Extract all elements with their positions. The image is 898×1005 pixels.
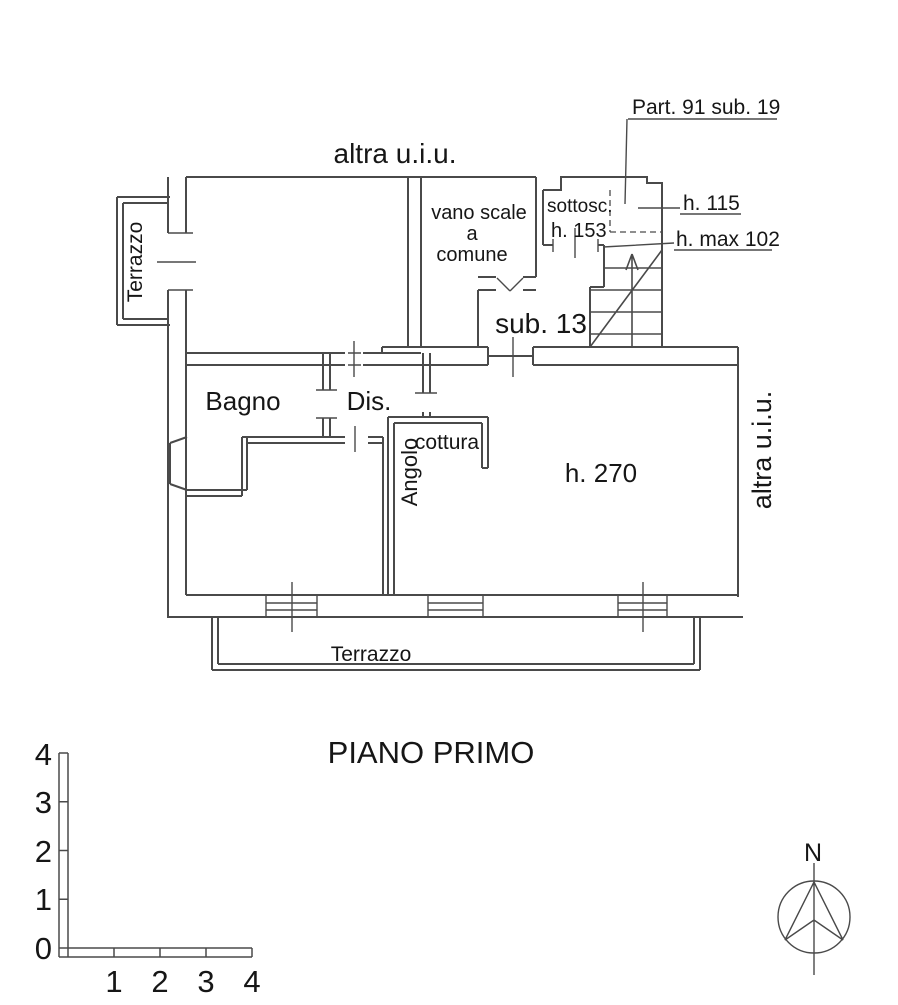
label-vano-scale-2: a	[466, 223, 478, 245]
label-dis: Dis.	[347, 386, 392, 416]
label-altra-uiu-top: altra u.i.u.	[334, 138, 457, 169]
plan-title: PIANO PRIMO	[328, 735, 535, 770]
label-angolo: Angolo	[397, 438, 422, 507]
scale-h-3: 3	[197, 964, 214, 999]
scale-v-3: 3	[35, 785, 52, 820]
label-bagno: Bagno	[205, 386, 280, 416]
label-sub13: sub. 13	[495, 308, 587, 339]
north-compass	[777, 863, 851, 975]
dashed-lines	[609, 190, 662, 233]
label-h115: h. 115	[683, 192, 740, 215]
leader-lines	[602, 118, 777, 251]
label-terrazzo-bottom: Terrazzo	[331, 643, 412, 666]
label-sottosc: sottosc.	[547, 196, 612, 217]
label-terrazzo-left: Terrazzo	[124, 222, 147, 303]
label-part91: Part. 91 sub. 19	[632, 96, 780, 119]
scale-v-2: 2	[35, 834, 52, 869]
scale-h-2: 2	[151, 964, 168, 999]
scale-h-1: 1	[105, 964, 122, 999]
scale-v-0: 0	[35, 931, 52, 966]
scale-v-1: 1	[35, 882, 52, 917]
label-cottura: cottura	[415, 431, 480, 454]
scale-v-4: 4	[35, 737, 52, 772]
stairs	[589, 249, 663, 348]
walls	[116, 176, 743, 671]
label-h153: h. 153	[551, 220, 607, 242]
label-altra-uiu-right: altra u.i.u.	[747, 391, 777, 510]
label-vano-scale-1: vano scale	[431, 202, 527, 224]
door-markers	[157, 228, 599, 452]
compass-north-label: N	[804, 839, 822, 867]
label-vano-scale-3: comune	[436, 244, 507, 266]
label-h270: h. 270	[565, 458, 637, 488]
scale-bar	[58, 752, 253, 958]
scale-h-4: 4	[243, 964, 260, 999]
label-hmax102: h. max 102	[676, 228, 780, 251]
window-symbols	[265, 582, 668, 632]
